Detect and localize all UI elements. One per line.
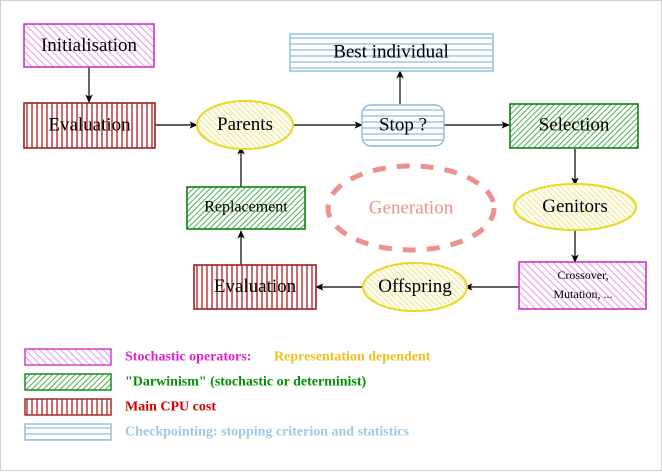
- node-replacement[interactable]: Replacement: [186, 186, 306, 230]
- legend-swatch-green-diag: [24, 373, 112, 391]
- node-genitors[interactable]: Genitors: [513, 183, 637, 231]
- legend-swatch-magenta-diag: [24, 348, 112, 366]
- node-generation-label: Generation: [369, 197, 454, 218]
- node-crossover-label-line1: Crossover,: [557, 268, 608, 282]
- node-evaluation-top[interactable]: Evaluation: [23, 102, 156, 149]
- node-best-individual[interactable]: Best individual: [289, 33, 494, 72]
- legend-swatch-red-vertical: [24, 398, 112, 416]
- legend-label-stochastic-operators: Stochastic operators:: [125, 350, 251, 365]
- legend-row-main-cpu-cost: Main CPU cost: [24, 398, 216, 416]
- edges: [85, 67, 579, 291]
- legend-label-darwinism: "Darwinism" (stochastic or determinist): [125, 375, 367, 390]
- node-selection[interactable]: Selection: [509, 103, 639, 149]
- legend-label-main-cpu-cost: Main CPU cost: [125, 400, 216, 415]
- node-offspring-label: Offspring: [378, 276, 452, 297]
- legend-swatch-blue-horizontal: [24, 423, 112, 441]
- legend-row-checkpointing: Checkpointing: stopping criterion and st…: [24, 423, 409, 441]
- node-parents-label: Parents: [217, 114, 273, 135]
- legend: Stochastic operators: Representation dep…: [24, 348, 431, 441]
- node-evaluation-bottom-label: Evaluation: [214, 276, 297, 297]
- legend-row-darwinism: "Darwinism" (stochastic or determinist): [24, 373, 367, 391]
- node-replacement-label: Replacement: [204, 199, 288, 216]
- legend-label-representation-dependent: Representation dependent: [274, 350, 431, 365]
- node-initialisation-label: Initialisation: [41, 35, 138, 56]
- node-initialisation[interactable]: Initialisation: [23, 23, 155, 68]
- node-genitors-label: Genitors: [542, 196, 607, 217]
- node-crossover-label-line2: Mutation, ...: [554, 287, 613, 301]
- node-stop[interactable]: Stop ?: [361, 104, 445, 147]
- node-parents[interactable]: Parents: [196, 100, 294, 150]
- node-selection-label: Selection: [539, 114, 610, 135]
- node-stop-label: Stop ?: [379, 114, 427, 135]
- node-evaluation-top-label: Evaluation: [48, 114, 131, 135]
- legend-row-stochastic-operators: Stochastic operators: Representation dep…: [24, 348, 431, 366]
- node-crossover-mutation[interactable]: Crossover, Mutation, ...: [518, 261, 647, 310]
- legend-label-checkpointing: Checkpointing: stopping criterion and st…: [125, 425, 409, 440]
- node-best-individual-label: Best individual: [333, 41, 449, 62]
- node-offspring[interactable]: Offspring: [362, 262, 468, 312]
- node-evaluation-bottom[interactable]: Evaluation: [193, 264, 317, 310]
- node-generation: Generation: [325, 163, 497, 253]
